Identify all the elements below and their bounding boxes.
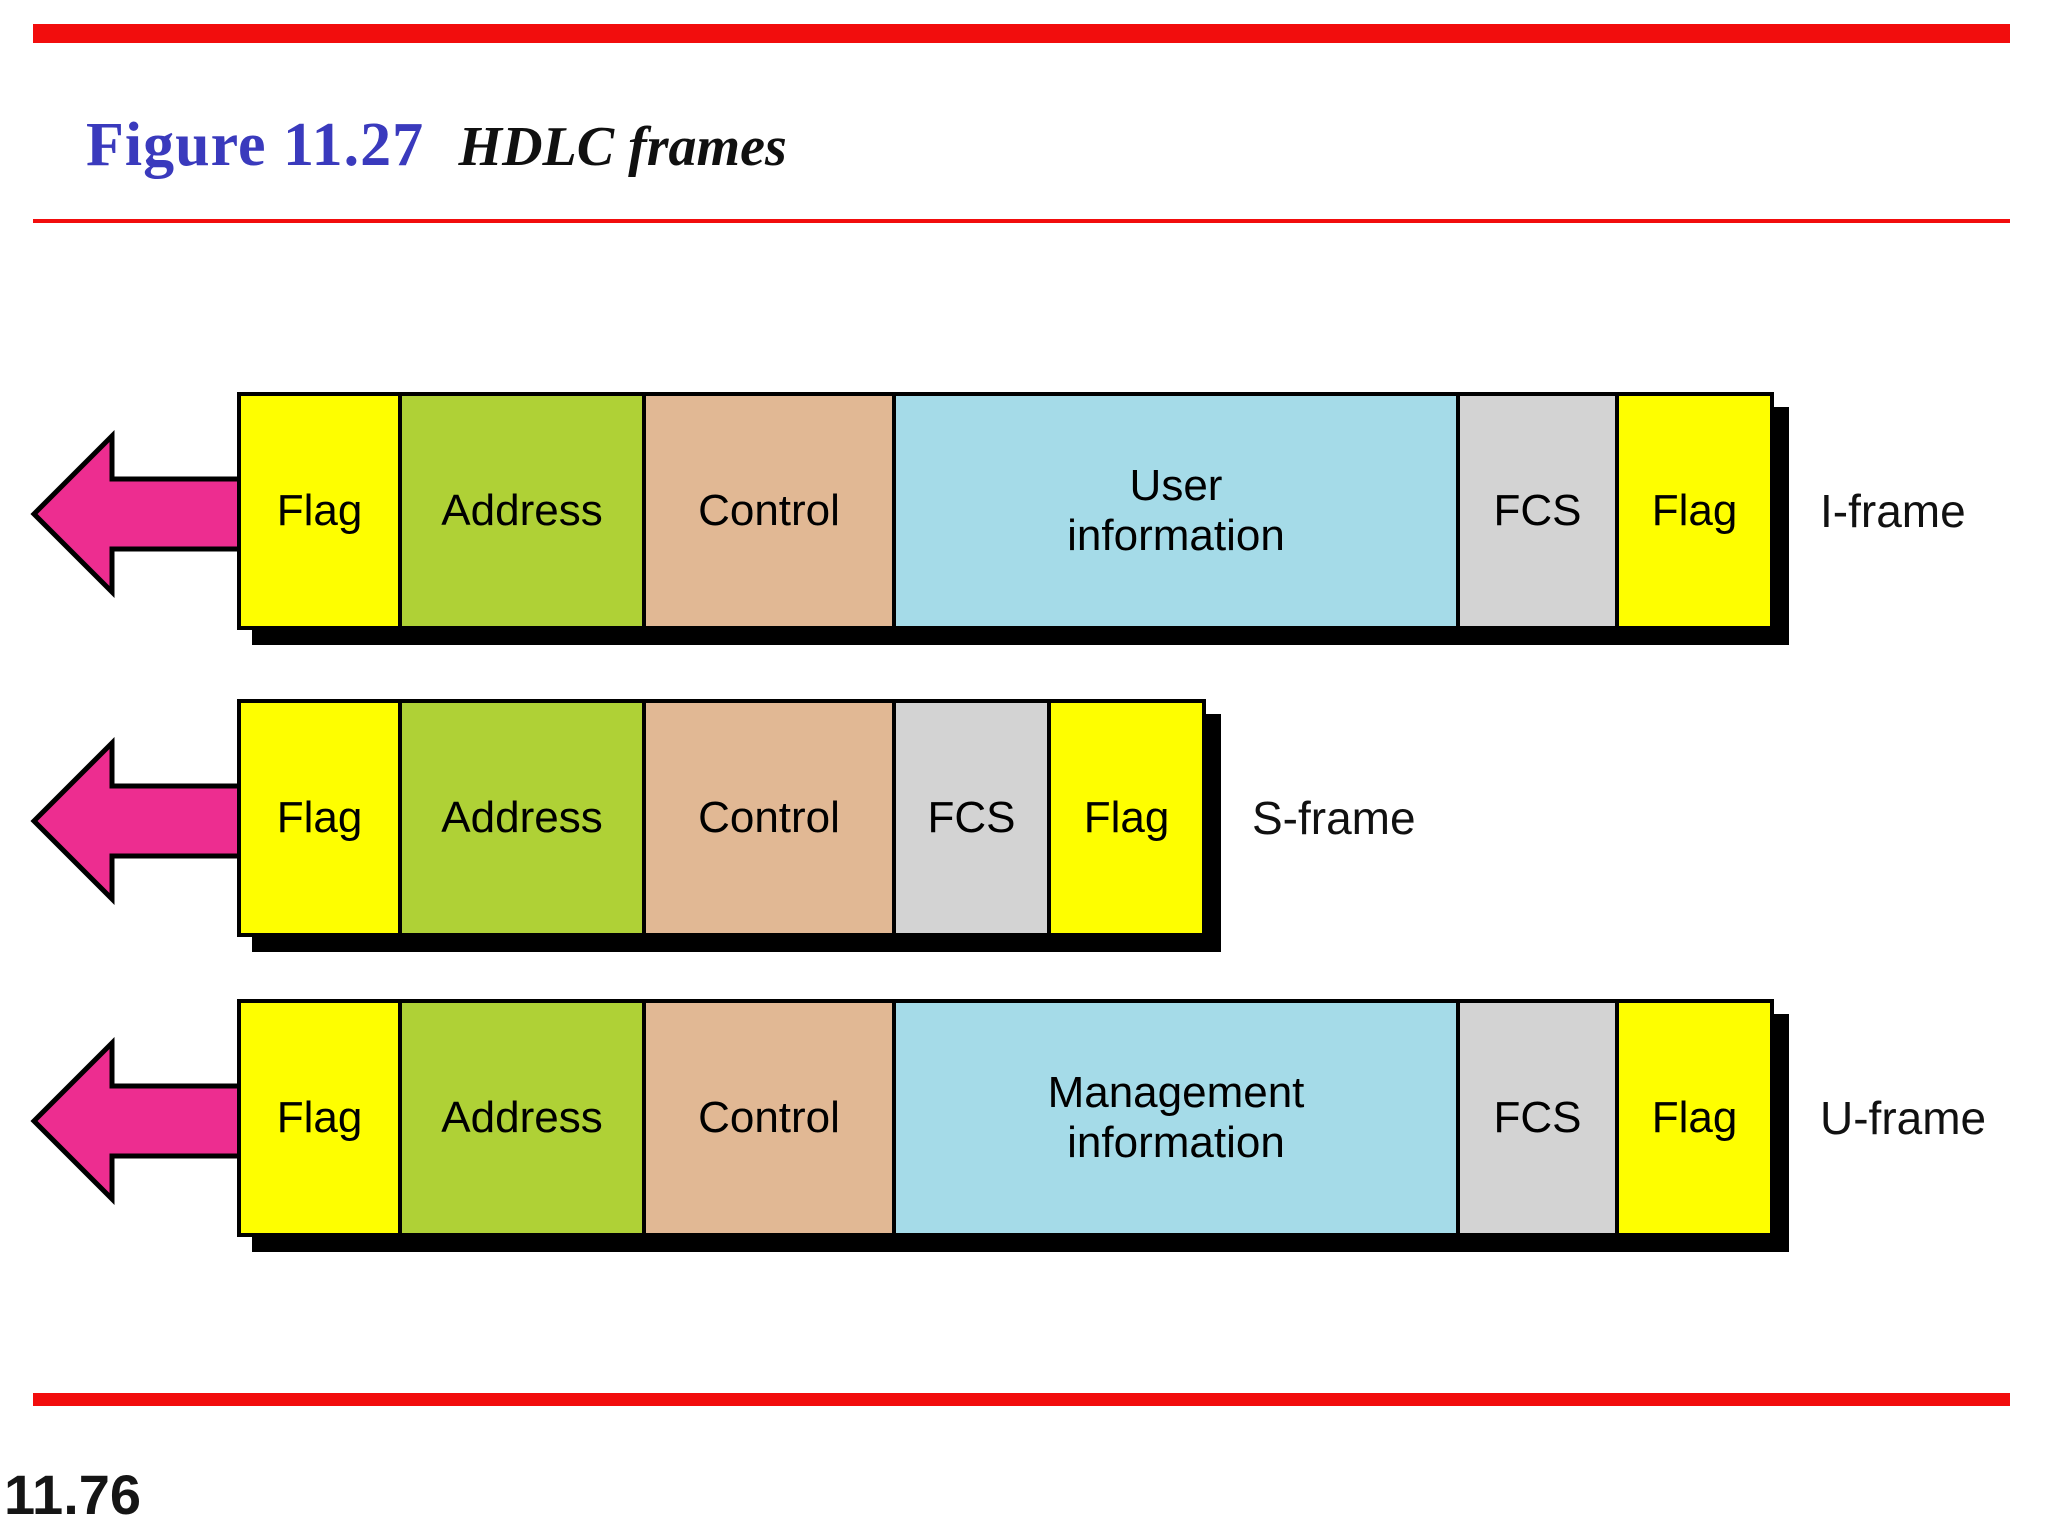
field-label-line: Control [698,486,840,536]
page-number: 11.76 [4,1463,142,1526]
field-label-line: information [1067,511,1285,560]
i-frame-field-fcs: FCS [1456,396,1615,626]
u-frame-field-fcs: FCS [1456,1003,1615,1233]
title-underline [33,219,2010,223]
field-label-line: Flag [1083,793,1170,843]
u-frame-transmission-arrow-icon [30,1035,245,1207]
s-frame-field-fcs: FCS [892,703,1047,933]
figure-number: Figure 11.27 [86,111,425,179]
field-label-line: Flag [1651,1093,1738,1143]
field-label-line: Management [1047,1068,1305,1118]
i-frame-field-control: Control [642,396,892,626]
figure-caption: HDLC frames [458,116,787,178]
field-label-line: Address [441,486,603,536]
i-frame-field-flag: Flag [1615,396,1770,626]
s-frame-field-flag: Flag [241,703,398,933]
field-label-line: FCS [1493,486,1582,536]
field-label-line: FCS [1493,1093,1582,1143]
bottom-red-bar [33,1393,2010,1406]
u-frame-field-flag: Flag [241,1003,398,1233]
field-label-line: User [1129,461,1223,511]
field-label-line: Control [698,1093,840,1143]
s-frame-transmission-arrow-icon [30,735,245,907]
field-label-line: information [1067,1118,1285,1167]
field-label-line: Address [441,1093,603,1143]
u-frame-label: U-frame [1820,1092,1987,1144]
i-frame-field-address: Address [398,396,642,626]
u-frame-field-flag: Flag [1615,1003,1770,1233]
field-label-line: Control [698,793,840,843]
s-frame-field-address: Address [398,703,642,933]
i-frame-transmission-arrow-icon [30,428,245,600]
top-red-bar [33,24,2010,43]
field-label-line: Flag [276,486,363,536]
field-label-line: Flag [276,793,363,843]
field-label-line: Flag [1651,486,1738,536]
s-frame-field-control: Control [642,703,892,933]
field-label-line: Address [441,793,603,843]
i-frame-field-flag: Flag [241,396,398,626]
u-frame-field-control: Control [642,1003,892,1233]
field-label-line: Flag [276,1093,363,1143]
s-frame-label: S-frame [1252,792,1416,844]
s-frame-field-flag: Flag [1047,703,1202,933]
field-label-line: FCS [927,793,1016,843]
i-frame-label: I-frame [1820,485,1966,537]
figure-title: Figure 11.27 HDLC frames [86,110,787,181]
u-frame-field-address: Address [398,1003,642,1233]
s-frame-row: Flag Address Control FCS Flag [237,699,1206,937]
